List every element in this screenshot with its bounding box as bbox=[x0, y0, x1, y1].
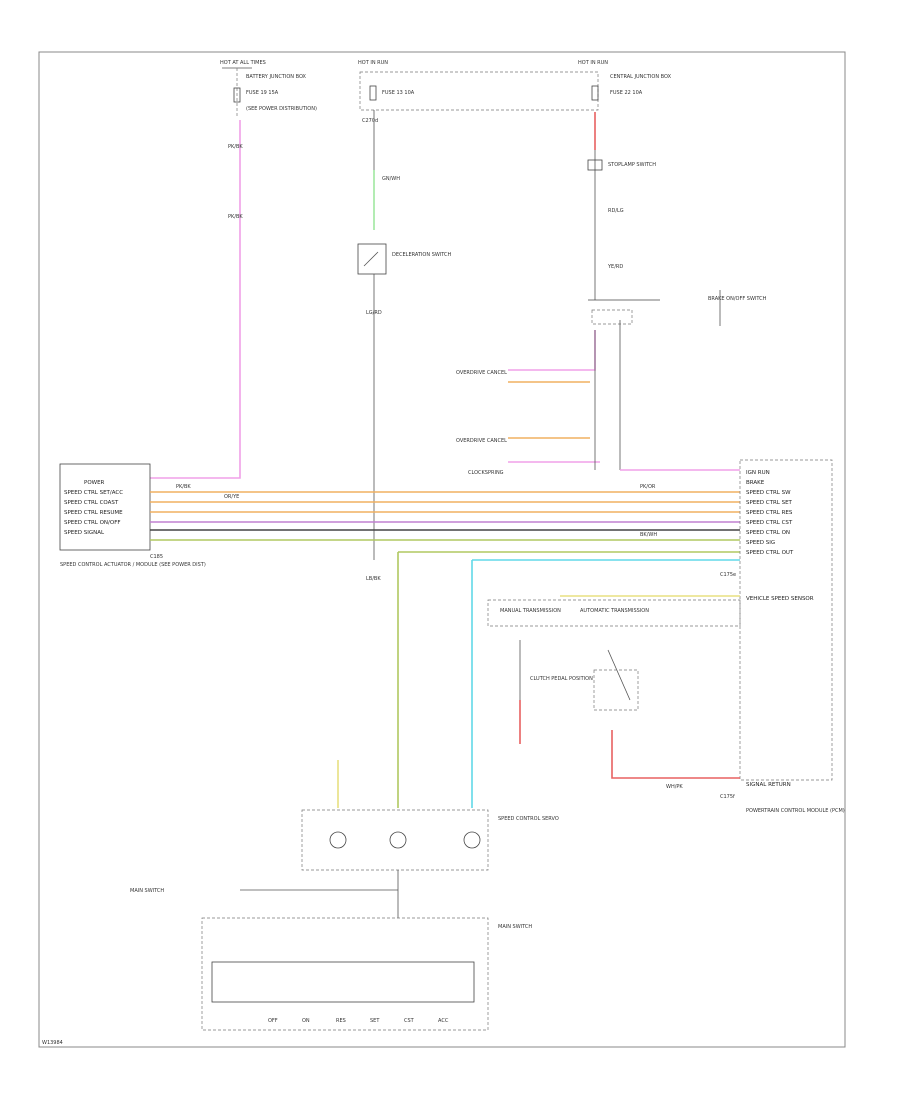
pcm-label: POWERTRAIN CONTROL MODULE (PCM) bbox=[746, 808, 845, 814]
left-fuse-rating: FUSE 19 15A bbox=[246, 90, 279, 96]
right-pin-2: SPEED CTRL SW bbox=[746, 490, 791, 496]
right-pin-4: SPEED CTRL RES bbox=[746, 510, 793, 516]
right-pin-0: IGN RUN bbox=[746, 470, 770, 476]
overdrive-label: OVERDRIVE CANCEL bbox=[456, 370, 507, 376]
left-pin-3: SPEED CTRL RESUME bbox=[64, 510, 123, 516]
button-acc: ACC bbox=[438, 1018, 449, 1024]
cyan-wire bbox=[471, 559, 740, 808]
mid-fuse-rating: FUSE 13 10A bbox=[382, 90, 415, 96]
wire-label-gn: GN/WH bbox=[382, 176, 400, 182]
switch-buttons: OFF ON RES SET CST ACC bbox=[268, 1018, 449, 1024]
vss-label: VEHICLE SPEED SENSOR bbox=[746, 596, 814, 602]
speed-control-servo: SPEED CONTROL SERVO bbox=[301, 760, 559, 871]
main-switch-ref: MAIN SWITCH bbox=[130, 888, 164, 894]
left-fuse-header: HOT AT ALL TIMES bbox=[220, 60, 266, 66]
right-pin-1: BRAKE bbox=[746, 480, 765, 486]
servo-label: SPEED CONTROL SERVO bbox=[498, 816, 559, 822]
pcm-connector: C175e bbox=[720, 572, 736, 578]
right-pin-7: SPEED SIG bbox=[746, 540, 775, 546]
pink-wire-sw1 bbox=[508, 330, 596, 371]
wire-label-rd: RD/LG bbox=[608, 208, 624, 214]
right-fuse-block: HOT IN RUN CENTRAL JUNCTION BOX FUSE 22 … bbox=[578, 60, 672, 101]
wire-label-pk: PK/BK bbox=[228, 144, 243, 150]
decel-switch-label: DECELERATION SWITCH bbox=[392, 252, 452, 258]
brake-onoff-label: BRAKE ON/OFF SWITCH bbox=[708, 296, 767, 302]
overdrive-label-2: OVERDRIVE CANCEL bbox=[456, 438, 507, 444]
left-connector: C185 bbox=[150, 554, 163, 560]
wire-label-lg: LG/RD bbox=[366, 310, 382, 316]
steering-coil-label: CLOCKSPRING bbox=[468, 470, 504, 476]
pcm-block: IGN RUN BRAKE SPEED CTRL SW SPEED CTRL S… bbox=[720, 459, 845, 814]
auto-trans-label: AUTOMATIC TRANSMISSION bbox=[580, 608, 649, 614]
bus-label-pk2: PK/OR bbox=[640, 484, 656, 490]
red-return-wire bbox=[611, 730, 740, 779]
button-res: RES bbox=[336, 1018, 346, 1024]
wire-label-wh: WH/PK bbox=[666, 784, 683, 790]
left-fuse-block: HOT AT ALL TIMES BATTERY JUNCTION BOX FU… bbox=[220, 60, 317, 118]
mid-fuse-note: C270d bbox=[362, 118, 378, 124]
left-pin-1: SPEED CTRL SET/ACC bbox=[64, 490, 123, 496]
speed-control-module: POWER SPEED CTRL SET/ACC SPEED CTRL COAS… bbox=[59, 463, 206, 568]
diagram-frame bbox=[38, 51, 846, 1048]
signal-return-label: SIGNAL RETURN bbox=[746, 782, 791, 788]
right-pin-5: SPEED CTRL CST bbox=[746, 520, 793, 526]
right-pin-6: SPEED CTRL ON bbox=[746, 530, 790, 536]
main-switch-label: MAIN SWITCH bbox=[498, 924, 532, 930]
right-pin-3: SPEED CTRL SET bbox=[746, 500, 793, 506]
wire-label-ye: YE/RD bbox=[607, 264, 623, 270]
speed-control-module-label: SPEED CONTROL ACTUATOR / MODULE (SEE POW… bbox=[60, 562, 206, 568]
mid-fuse-header: HOT IN RUN bbox=[358, 60, 388, 66]
left-pin-5: SPEED SIGNAL bbox=[64, 530, 105, 536]
sensor-connector: C175f bbox=[720, 794, 735, 800]
right-fuse-rating: FUSE 22 10A bbox=[610, 90, 643, 96]
button-off: OFF bbox=[268, 1018, 278, 1024]
stoplamp-label: STOPLAMP SWITCH bbox=[608, 162, 656, 168]
bus-label-or: OR/YE bbox=[224, 494, 239, 500]
mid-fuse-block: HOT IN RUN FUSE 13 10A C270d bbox=[358, 60, 599, 124]
left-pin-0: POWER bbox=[84, 480, 105, 486]
wire-label-pk-2: PK/BK bbox=[228, 214, 243, 220]
left-fuse-note: (SEE POWER DISTRIBUTION) bbox=[246, 106, 317, 112]
bus-label-bk: BK/WH bbox=[640, 532, 657, 538]
left-fuse-box: BATTERY JUNCTION BOX bbox=[246, 74, 307, 80]
footer-code: W13984 bbox=[42, 1040, 63, 1046]
bus-label-pk: PK/BK bbox=[176, 484, 191, 490]
left-pin-4: SPEED CTRL ON/OFF bbox=[64, 520, 121, 526]
left-pin-2: SPEED CTRL COAST bbox=[64, 500, 119, 506]
right-pin-8: SPEED CTRL OUT bbox=[746, 550, 794, 556]
pink-power-wire bbox=[150, 120, 241, 479]
right-fuse-box: CENTRAL JUNCTION BOX bbox=[610, 74, 672, 80]
servo-feed-label: LB/BK bbox=[366, 576, 381, 582]
button-set: SET bbox=[370, 1018, 380, 1024]
clutch-label: CLUTCH PEDAL POSITION bbox=[530, 676, 593, 682]
right-fuse-header: HOT IN RUN bbox=[578, 60, 608, 66]
manual-trans-label: MANUAL TRANSMISSION bbox=[500, 608, 561, 614]
button-cst: CST bbox=[404, 1018, 415, 1024]
button-on: ON bbox=[302, 1018, 310, 1024]
